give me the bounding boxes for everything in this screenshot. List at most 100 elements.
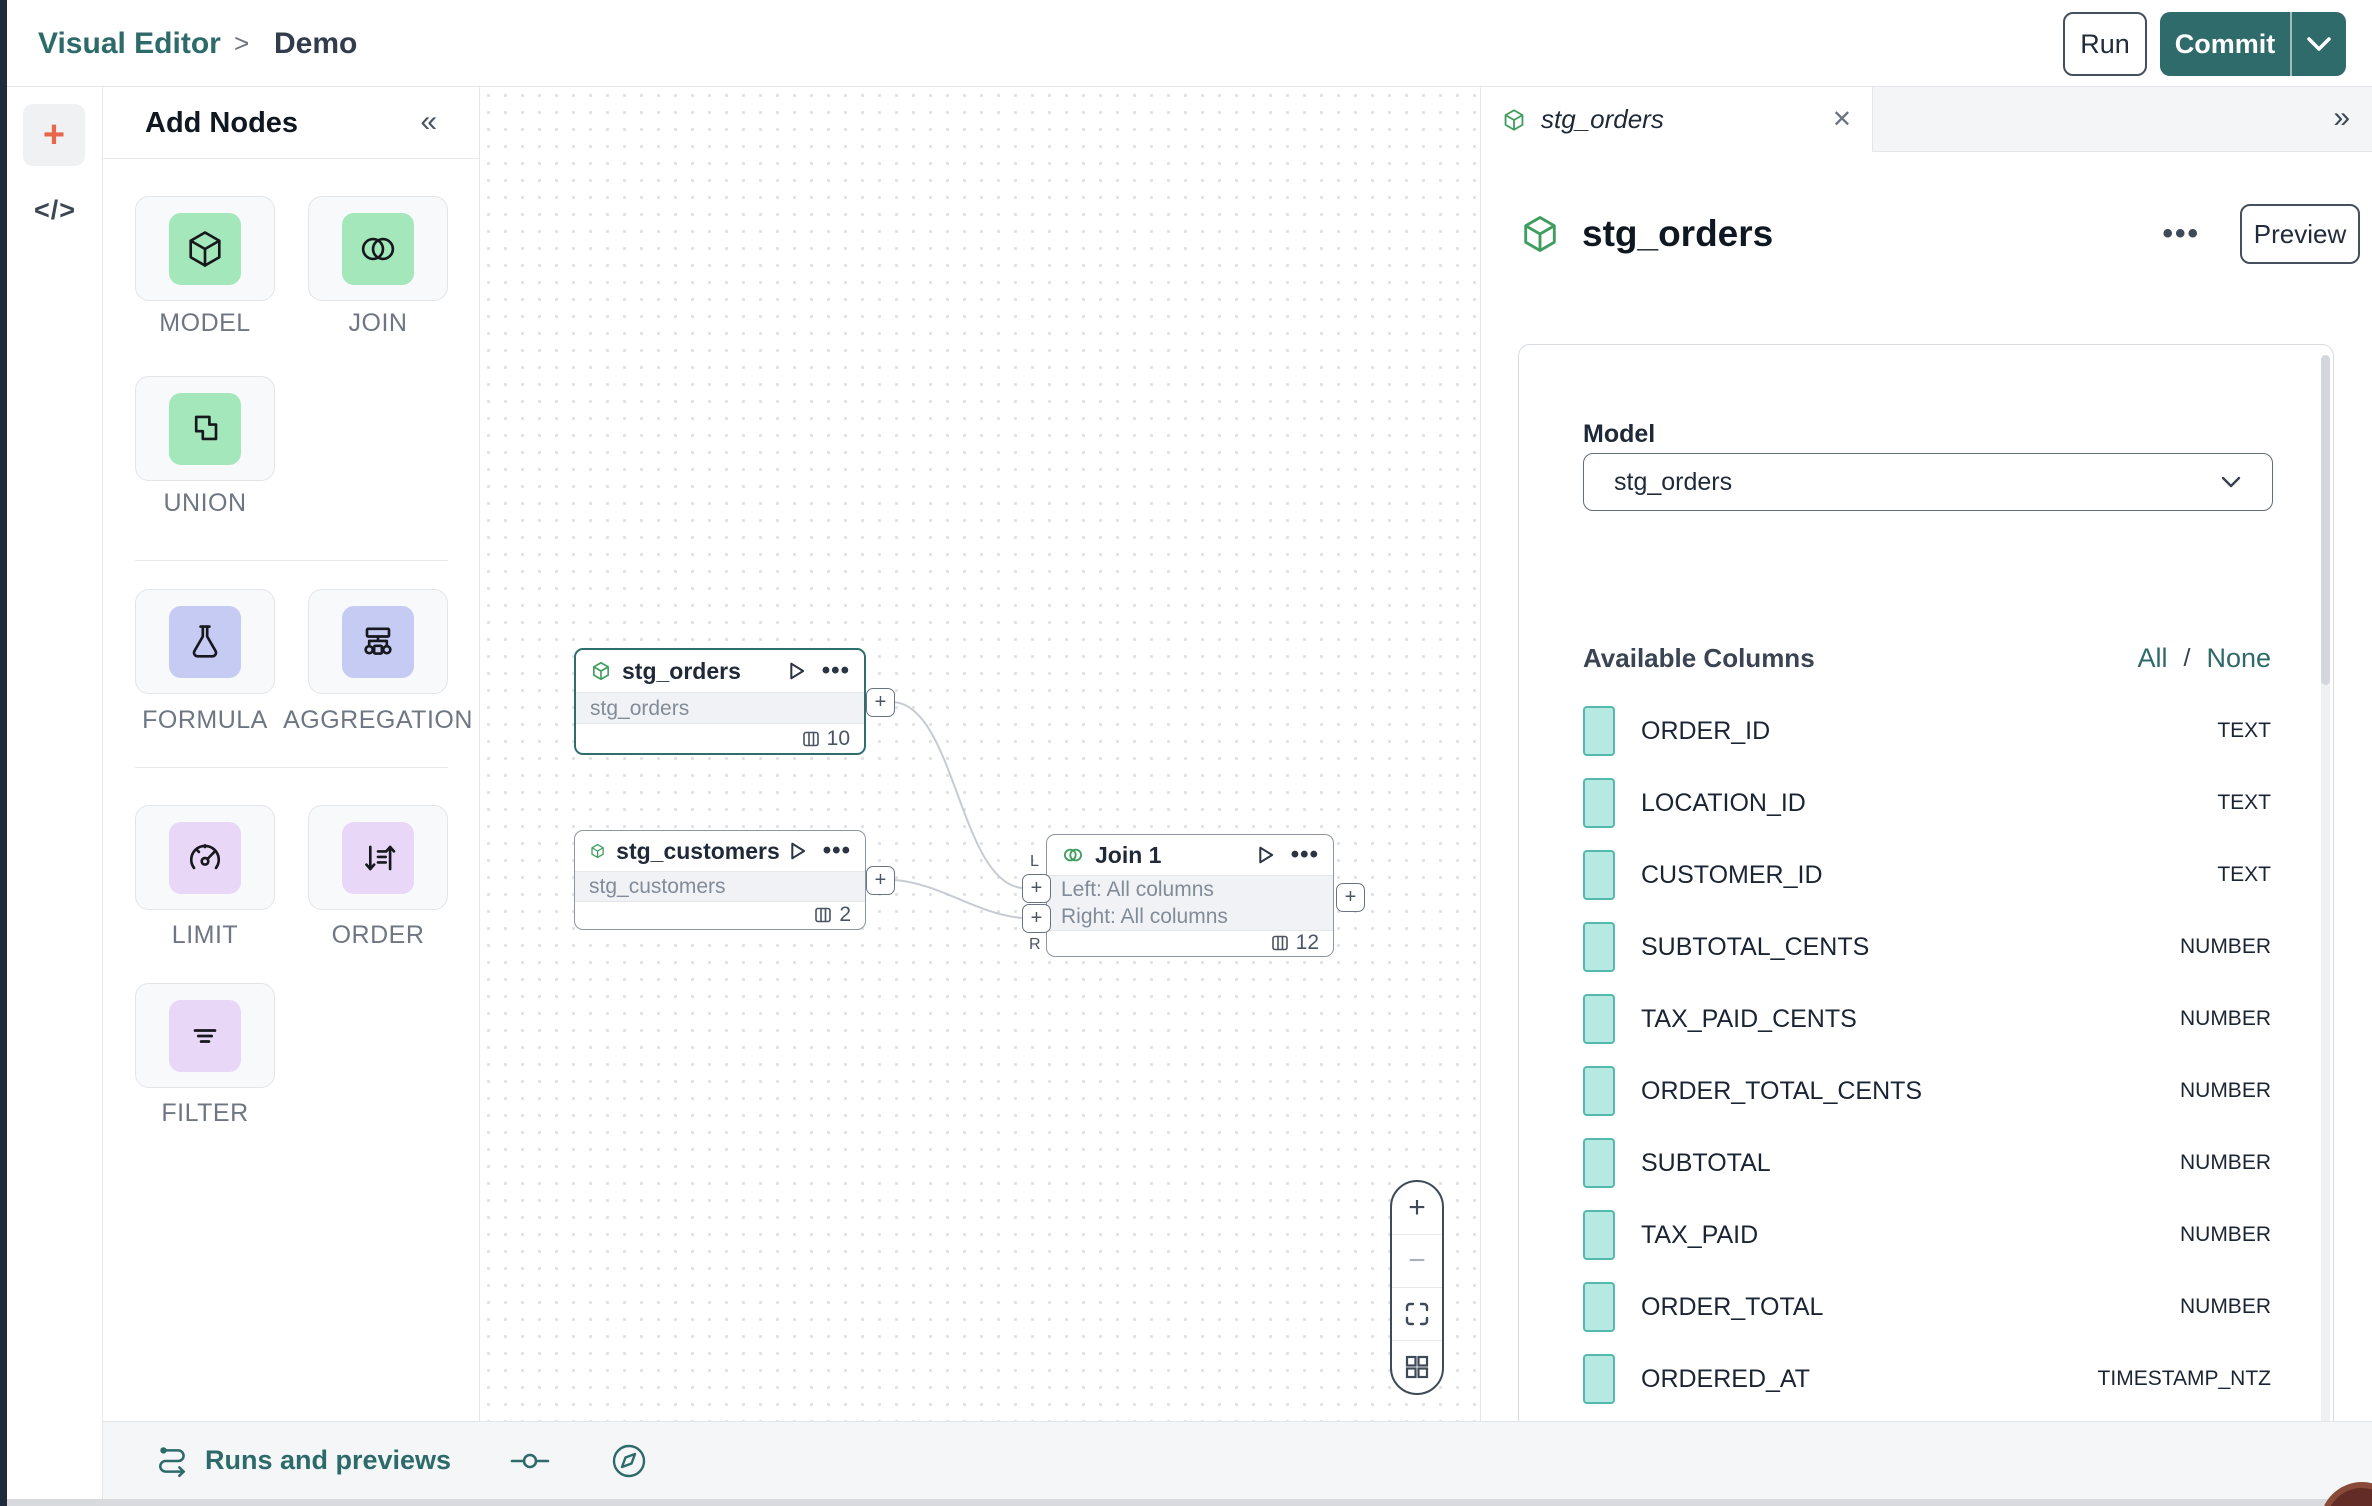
zoom-in-button[interactable]: +	[1392, 1182, 1442, 1235]
limit-tile-swatch	[169, 822, 241, 894]
commit-node-button[interactable]	[509, 1449, 551, 1473]
node-menu-icon[interactable]: •••	[823, 837, 851, 865]
column-name: CUSTOMER_ID	[1641, 861, 2217, 890]
node-tile-limit[interactable]	[135, 805, 275, 910]
node-header: Join 1 •••	[1047, 835, 1333, 875]
column-name: TAX_PAID	[1641, 1221, 2180, 1250]
column-row: TAX_PAID_CENTS NUMBER	[1583, 994, 2271, 1044]
runs-and-previews-button[interactable]: Runs and previews	[155, 1444, 451, 1478]
stg-orders-output-port[interactable]: +	[866, 688, 895, 717]
auto-layout-button[interactable]	[1392, 1341, 1442, 1393]
column-row: TAX_PAID NUMBER	[1583, 1210, 2271, 1260]
sort-icon	[356, 836, 400, 880]
node-tile-union[interactable]	[135, 376, 275, 481]
column-row: ORDER_TOTAL_CENTS NUMBER	[1583, 1066, 2271, 1116]
collapse-panel-icon[interactable]: «	[420, 105, 437, 139]
column-checkbox[interactable]	[1583, 1066, 1615, 1116]
tab-stg-orders[interactable]: stg_orders ✕	[1481, 87, 1873, 152]
node-tile-model[interactable]	[135, 196, 275, 301]
runs-and-previews-label: Runs and previews	[205, 1445, 451, 1476]
panel-tab-bar: stg_orders ✕ »	[1481, 87, 2372, 152]
commit-button[interactable]: Commit	[2160, 12, 2290, 76]
code-view-button[interactable]: </>	[7, 195, 103, 226]
commit-split-button: Commit	[2160, 12, 2346, 76]
node-footer: 10	[576, 724, 864, 753]
join-right-input-port[interactable]: +	[1022, 904, 1051, 933]
gauge-icon	[183, 836, 227, 880]
node-subtitle: stg_orders	[590, 695, 850, 722]
play-icon[interactable]	[1258, 846, 1275, 864]
column-checkbox[interactable]	[1583, 1354, 1615, 1404]
node-menu-icon[interactable]: •••	[822, 657, 850, 685]
expand-panel-icon[interactable]: »	[2333, 101, 2350, 135]
canvas-node-join-1[interactable]: Join 1 ••• Left: All columns Right: All …	[1046, 834, 1334, 957]
breadcrumb-separator: >	[234, 0, 249, 87]
node-tile-formula[interactable]	[135, 589, 275, 694]
select-none-link[interactable]: None	[2206, 643, 2271, 674]
node-tile-filter[interactable]	[135, 983, 275, 1088]
flask-icon	[183, 620, 227, 664]
tile-label-model: MODEL	[105, 309, 305, 338]
zoom-out-button[interactable]: −	[1392, 1235, 1442, 1288]
tile-label-limit: LIMIT	[105, 921, 305, 950]
column-checkbox[interactable]	[1583, 778, 1615, 828]
all-none-divider: /	[2184, 644, 2191, 673]
column-checkbox[interactable]	[1583, 1210, 1615, 1260]
play-icon[interactable]	[790, 842, 807, 860]
select-all-link[interactable]: All	[2137, 643, 2167, 674]
column-type: NUMBER	[2180, 1295, 2271, 1319]
add-node-rail-button[interactable]: +	[23, 104, 85, 166]
node-tile-order[interactable]	[308, 805, 448, 910]
cube-icon	[590, 660, 612, 682]
join-output-port[interactable]: +	[1336, 883, 1365, 912]
column-checkbox[interactable]	[1583, 994, 1615, 1044]
fit-view-icon	[1404, 1301, 1430, 1327]
play-icon[interactable]	[789, 662, 806, 680]
node-menu-icon[interactable]: •••	[1291, 841, 1319, 869]
run-button[interactable]: Run	[2063, 12, 2147, 76]
fit-view-button[interactable]	[1392, 1288, 1442, 1341]
panel-menu-icon[interactable]: •••	[2162, 217, 2200, 251]
commit-dropdown-button[interactable]	[2292, 12, 2346, 76]
add-nodes-panel: Add Nodes « MODEL JOIN UNION	[103, 87, 480, 1421]
canvas-node-stg-customers[interactable]: stg_customers ••• stg_customers 2	[574, 830, 866, 930]
node-body: Left: All columns Right: All columns	[1047, 875, 1333, 931]
model-select[interactable]: stg_orders	[1583, 453, 2273, 511]
column-checkbox[interactable]	[1583, 850, 1615, 900]
aggregation-icon	[356, 620, 400, 664]
stg-customers-output-port[interactable]: +	[866, 866, 895, 895]
columns-icon	[802, 730, 820, 748]
close-tab-icon[interactable]: ✕	[1832, 105, 1852, 134]
join-right-config: Right: All columns	[1061, 903, 1319, 930]
horizontal-scrollbar[interactable]	[7, 1499, 2372, 1506]
column-name: ORDER_TOTAL_CENTS	[1641, 1077, 2180, 1106]
node-actions: •••	[789, 657, 850, 685]
join-left-port-label: L	[1030, 853, 1039, 871]
top-bar: Visual Editor > Demo Run Commit	[0, 0, 2372, 87]
preview-button[interactable]: Preview	[2240, 204, 2360, 264]
dag-canvas[interactable]: stg_orders ••• stg_orders 10 stg_custome…	[480, 87, 1480, 1421]
node-tile-join[interactable]	[308, 196, 448, 301]
column-type: TEXT	[2217, 791, 2271, 815]
model-field-label: Model	[1583, 420, 1655, 449]
join-left-config: Left: All columns	[1061, 876, 1319, 903]
available-columns-title: Available Columns	[1583, 643, 2137, 674]
explore-button[interactable]	[609, 1441, 649, 1481]
window-edge-strip	[0, 0, 7, 1506]
column-type: TEXT	[2217, 719, 2271, 743]
column-name: SUBTOTAL	[1641, 1149, 2180, 1178]
plus-icon: +	[43, 114, 65, 157]
node-tile-aggregation[interactable]	[308, 589, 448, 694]
column-checkbox[interactable]	[1583, 922, 1615, 972]
column-name: ORDER_TOTAL	[1641, 1293, 2180, 1322]
column-checkbox[interactable]	[1583, 1282, 1615, 1332]
join-left-input-port[interactable]: +	[1022, 874, 1051, 903]
column-checkbox[interactable]	[1583, 1138, 1615, 1188]
tile-label-formula: FORMULA	[105, 706, 305, 735]
canvas-node-stg-orders[interactable]: stg_orders ••• stg_orders 10	[574, 648, 866, 755]
column-row: LOCATION_ID TEXT	[1583, 778, 2271, 828]
column-list-scrollbar-thumb[interactable]	[2321, 355, 2330, 685]
column-checkbox[interactable]	[1583, 706, 1615, 756]
breadcrumb-section[interactable]: Visual Editor	[38, 0, 221, 87]
